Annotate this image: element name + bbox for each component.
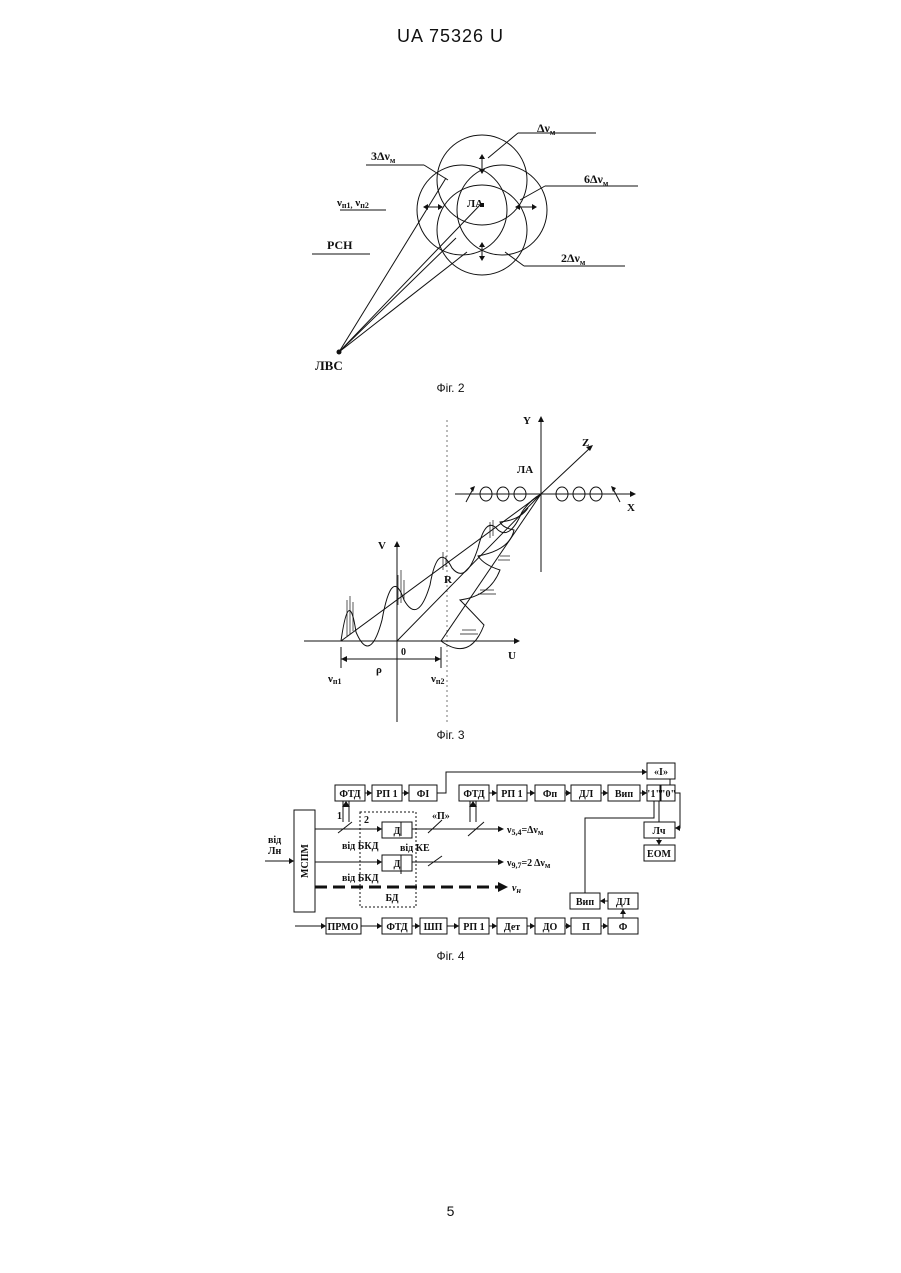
svg-text:νн: νн (512, 883, 521, 895)
block-lch: Лч (652, 826, 665, 837)
block-zero: "0" (660, 789, 676, 800)
fig4-label-mark-1: 1 (337, 811, 342, 822)
svg-text:ν5,4=Δνм: ν5,4=Δνм (506, 825, 544, 837)
block-rp1-3: РП 1 (463, 922, 484, 933)
block-p: П (582, 922, 590, 933)
block-fp: Фп (543, 789, 558, 800)
block-vip-1: Вип (615, 789, 633, 800)
block-ftd-2: ФТД (463, 789, 484, 800)
svg-text:ν9,7=2 Δνм: ν9,7=2 Δνм (506, 858, 551, 870)
block-do: ДО (543, 922, 558, 933)
block-det: Дет (504, 922, 520, 933)
block-ftd-1: ФТД (339, 789, 360, 800)
block-rp1-2: РП 1 (501, 789, 522, 800)
block-vip-2: Вип (576, 897, 594, 908)
block-d-1: Д (394, 826, 401, 837)
fig4-label-mark-2: 2 (364, 815, 369, 826)
fig4-label-vid-ke: від КЕ (400, 843, 430, 854)
block-mspm: МСПМ (300, 844, 311, 878)
block-f: Ф (619, 922, 628, 933)
block-d-2: Д (394, 859, 401, 870)
fig4-label-ln: Лн (268, 846, 281, 857)
page-number: 5 (0, 1203, 901, 1219)
fig4-label-mark-p: «П» (432, 811, 450, 822)
block-shp: ШП (424, 922, 443, 933)
block-prmo: ПРМО (328, 922, 359, 933)
block-dl-1: ДЛ (579, 789, 594, 800)
block-i: «І» (654, 767, 668, 778)
fig4-label-vid-bkd-2: від БКД (342, 873, 379, 884)
fig4-label-vid-bkd-1: від БКД (342, 841, 379, 852)
figure-4-block-diagram: ФТД РП 1 ФІ ФТД РП 1 Фп ДЛ Вип "1" "0" «… (0, 0, 901, 960)
block-eom: ЕОМ (647, 849, 671, 860)
fig4-label-vid: від (268, 835, 281, 846)
block-rp1-1: РП 1 (376, 789, 397, 800)
fig4-caption: Фіг. 4 (0, 949, 901, 963)
block-dl-2: ДЛ (616, 897, 631, 908)
block-ftd-3: ФТД (386, 922, 407, 933)
block-bd: БД (385, 893, 398, 904)
block-one: "1" (645, 789, 661, 800)
block-fi: ФІ (417, 789, 430, 800)
